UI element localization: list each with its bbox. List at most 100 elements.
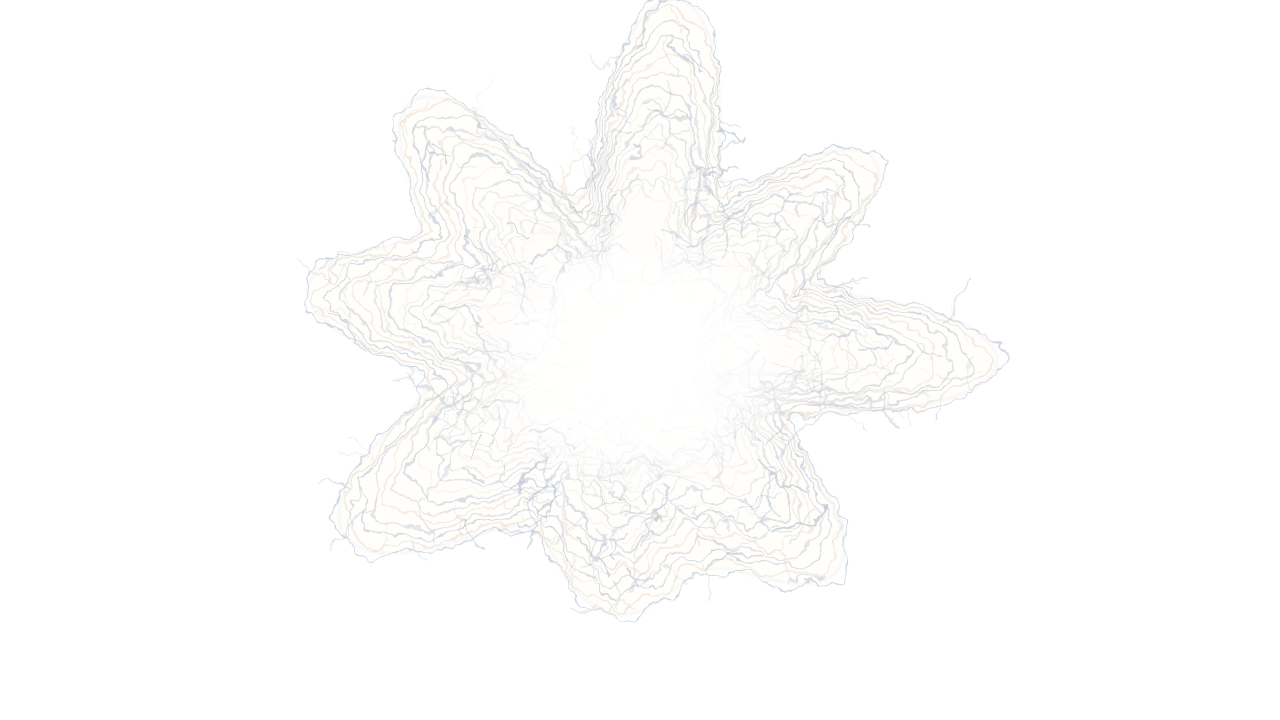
lace-strand <box>431 142 445 168</box>
lace-strand <box>628 142 640 164</box>
lace-strand <box>439 397 462 412</box>
lace-strand <box>670 6 682 33</box>
lace-strand <box>440 397 469 440</box>
lace-strand <box>881 389 899 427</box>
lace-strand <box>568 126 590 183</box>
lace-strand <box>627 153 661 168</box>
lace-strand <box>761 464 787 487</box>
lace-strand <box>506 194 550 233</box>
lace-strand <box>456 161 475 170</box>
lace-strand <box>340 451 369 457</box>
lace-strand <box>548 184 569 239</box>
lace-strand <box>433 437 475 444</box>
lace-strand <box>608 524 625 549</box>
lace-strand <box>815 349 824 414</box>
lace-strand <box>650 513 674 519</box>
lace-strand <box>470 105 487 133</box>
lace-strand <box>332 250 348 282</box>
lace-strand <box>450 127 492 142</box>
center-glow <box>470 220 810 500</box>
lace-strand <box>316 256 336 272</box>
lace-strand <box>572 557 578 593</box>
lace-strand <box>755 488 780 523</box>
lace-strand <box>465 237 492 272</box>
lace-strand <box>419 510 435 543</box>
lace-strand <box>454 503 463 541</box>
lace-ring <box>370 72 924 564</box>
lace-strand <box>347 484 362 538</box>
lace-strand <box>698 519 708 546</box>
lace-strand <box>425 256 467 293</box>
lace-strand <box>712 538 754 551</box>
lace-strand <box>330 312 365 351</box>
lace-strand <box>808 277 861 287</box>
lace-strand <box>516 515 551 528</box>
lace-strand <box>612 80 629 118</box>
lace-strand <box>665 39 677 75</box>
lace-strand <box>364 267 372 294</box>
lace-strand <box>391 365 413 382</box>
lace-strand <box>718 137 745 168</box>
lace-strand <box>598 500 630 505</box>
lace-strand <box>791 509 817 545</box>
lace-strand <box>703 179 730 224</box>
lace-strand <box>791 262 807 297</box>
lace-strand <box>463 419 486 435</box>
lace-strand <box>706 551 763 572</box>
lace-strand <box>558 164 565 206</box>
lace-strand <box>641 133 673 146</box>
lace-strand <box>557 212 561 237</box>
lace-strand <box>609 186 641 192</box>
lace-strand <box>489 238 524 255</box>
lace-strand <box>794 227 811 274</box>
lace-strand <box>761 240 814 257</box>
lace-strand <box>440 345 468 370</box>
lace-strand <box>837 332 867 370</box>
lace-strand <box>485 258 528 285</box>
lace-strand <box>471 226 490 268</box>
lace-strand <box>409 311 436 335</box>
lace-strand <box>537 519 573 543</box>
lace-strand <box>420 138 433 181</box>
lace-strand <box>913 366 932 413</box>
lace-strand <box>346 440 374 472</box>
lace-strand <box>670 199 692 215</box>
lace-strand <box>572 602 597 614</box>
lace-strand <box>820 312 862 335</box>
lace-strand <box>860 340 893 353</box>
lace-strand <box>527 496 539 550</box>
lace-strand <box>475 266 494 289</box>
lace-strand <box>449 278 473 288</box>
lace-strand <box>630 560 649 595</box>
lace-strand <box>463 469 488 481</box>
lace-strand <box>331 259 358 284</box>
lace-strand <box>934 367 984 383</box>
lace-strand <box>829 173 846 199</box>
lace-strand <box>358 340 383 356</box>
lace-strand <box>540 479 554 510</box>
lace-strand <box>412 538 428 561</box>
lace-strand <box>624 567 640 589</box>
lace-strand <box>643 568 663 586</box>
lace-strand <box>825 274 869 291</box>
lace-strand <box>404 99 430 136</box>
lace-strand <box>587 156 597 183</box>
lace-strand <box>915 343 943 357</box>
lace-strand <box>588 52 622 71</box>
lace-strand <box>860 331 886 380</box>
lace-strand <box>609 530 626 560</box>
lace-strand <box>630 531 656 577</box>
lace-strand <box>773 505 828 537</box>
lace-strand <box>691 142 712 196</box>
lace-strand <box>830 395 875 409</box>
lace-strand <box>691 197 710 220</box>
lace-strand <box>653 514 679 544</box>
lace-strand <box>576 536 600 555</box>
lace-strand <box>822 401 868 434</box>
lace-strand <box>418 459 450 502</box>
lace-strand <box>330 506 373 549</box>
lace-strand <box>404 372 456 410</box>
lace-strand <box>615 43 641 74</box>
lace-strand <box>516 219 527 239</box>
